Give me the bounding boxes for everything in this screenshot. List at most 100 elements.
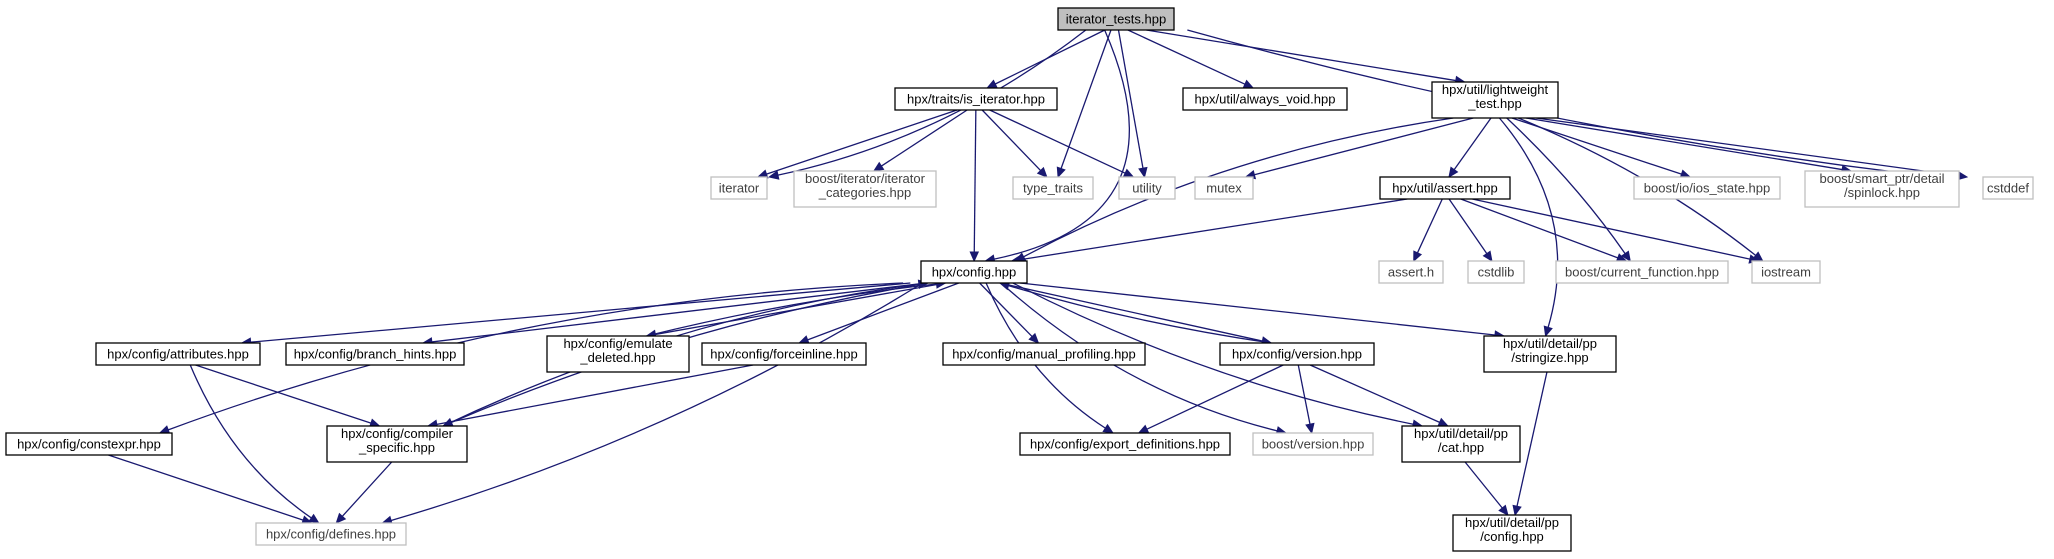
node-utility: utility: [1118, 176, 1176, 200]
node-box: [1452, 514, 1572, 552]
edge-lightweight-to-stringize: [1498, 117, 1559, 328]
arrowhead-lightweight-to-stringize: [1543, 325, 1553, 338]
node-box: [1219, 342, 1375, 366]
arrowhead-cat-to-pp_config: [1498, 504, 1509, 516]
edge-attributes-to-defines: [189, 364, 312, 519]
edge-version-to-config: [1008, 284, 1272, 344]
node-box: [793, 170, 937, 208]
node-label: boost/iterator/iterator: [805, 171, 926, 186]
node-box: [1467, 260, 1525, 284]
edge-version-to-cat: [1309, 364, 1440, 423]
node-branch-hints[interactable]: hpx/config/branch_hints.hpp: [285, 342, 465, 366]
arrowhead-root-to-is_iterator: [986, 79, 998, 89]
node-compiler-specific[interactable]: hpx/config/compiler_specific.hpp: [326, 425, 468, 463]
node-box: [1252, 432, 1374, 456]
edge-constexpr-to-defines: [108, 454, 304, 521]
node-constexpr[interactable]: hpx/config/constexpr.hpp: [5, 432, 173, 456]
arrowhead-is_iterator-to-utility: [1122, 168, 1135, 178]
node-iostream: iostream: [1751, 260, 1821, 284]
node-box: [1751, 260, 1821, 284]
node-label: hpx/config/branch_hints.hpp: [294, 347, 457, 362]
node-version[interactable]: hpx/config/version.hpp: [1219, 342, 1375, 366]
edge-config-to-forceinline: [807, 282, 960, 341]
edge-version-to-export_definitions: [1146, 364, 1284, 430]
node-cat[interactable]: hpx/util/detail/pp/cat.hpp: [1401, 425, 1521, 463]
node-config[interactable]: hpx/config.hpp: [920, 260, 1028, 284]
node-is-iterator[interactable]: hpx/traits/is_iterator.hpp: [894, 87, 1058, 111]
node-box: [1633, 176, 1781, 200]
node-assert-hpp[interactable]: hpx/util/assert.hpp: [1379, 176, 1511, 200]
arrowhead-config-to-manual_profiling: [1028, 332, 1040, 344]
edge-lightweight-to-spinlock: [1525, 117, 1843, 171]
node-box: [942, 342, 1146, 366]
arrowhead-is_iterator-to-type_traits: [1036, 166, 1048, 178]
node-box: [326, 425, 468, 463]
edge-is_iterator-to-config: [973, 109, 977, 253]
edge-cat-to-pp_config: [1464, 461, 1503, 509]
edge-lightweight-to-config: [1023, 117, 1454, 258]
node-spinlock: boost/smart_ptr/detail/spinlock.hpp: [1804, 170, 1960, 208]
node-label: /spinlock.hpp: [1844, 185, 1920, 200]
edge-lightweight-to-cstddef: [1535, 117, 1959, 177]
node-pp-config[interactable]: hpx/util/detail/pp/config.hpp: [1452, 514, 1572, 552]
edge-version-to-boost_version: [1297, 364, 1311, 425]
node-attributes[interactable]: hpx/config/attributes.hpp: [95, 342, 261, 366]
edge-lightweight-to-mutex: [1254, 117, 1474, 176]
node-label: hpx/util/always_void.hpp: [1195, 92, 1336, 107]
node-cstdlib: cstdlib: [1467, 260, 1525, 284]
node-mutex: mutex: [1194, 176, 1254, 200]
arrowhead-is_iterator-to-config: [969, 251, 980, 263]
edge-emulate_deleted-to-config: [646, 283, 937, 337]
edge-is_iterator-to-type_traits: [981, 109, 1042, 171]
edges-layer: [108, 29, 1969, 525]
node-box: [5, 432, 173, 456]
edge-config-to-branch_hints: [431, 282, 927, 343]
edge-root-to-type_traits: [1060, 29, 1112, 169]
node-label: hpx/config/defines.hpp: [266, 527, 396, 542]
arrowhead-root-to-type_traits: [1056, 166, 1066, 179]
node-label: hpx/util/detail/pp: [1503, 336, 1597, 351]
node-always-void[interactable]: hpx/util/always_void.hpp: [1182, 87, 1348, 111]
edge-assert_hpp-to-config: [1020, 198, 1408, 261]
edge-assert_hpp-to-current_function: [1460, 198, 1619, 259]
node-box: [894, 87, 1058, 111]
node-box: [285, 342, 465, 366]
node-iterator: iterator: [710, 176, 768, 200]
node-stringize[interactable]: hpx/util/detail/pp/stringize.hpp: [1483, 335, 1617, 373]
node-root[interactable]: iterator_tests.hpp: [1057, 7, 1175, 31]
node-label: hpx/config.hpp: [932, 265, 1017, 280]
node-label: type_traits: [1023, 181, 1083, 196]
edge-lightweight-to-current_function: [1506, 117, 1626, 254]
node-forceinline[interactable]: hpx/config/forceinline.hpp: [701, 342, 867, 366]
node-emulate-deleted[interactable]: hpx/config/emulate_deleted.hpp: [546, 335, 690, 373]
node-iter-cat: boost/iterator/iterator_categories.hpp: [793, 170, 937, 208]
edge-config-to-attributes: [250, 282, 911, 343]
arrowhead-version-to-cat: [1437, 417, 1450, 427]
edge-assert_hpp-to-cstdlib: [1448, 198, 1488, 254]
arrowhead-assert_hpp-to-assert_h: [1413, 250, 1423, 263]
node-manual-profiling[interactable]: hpx/config/manual_profiling.hpp: [942, 342, 1146, 366]
edge-config-to-constexpr: [168, 282, 904, 431]
arrowhead-assert_hpp-to-cstdlib: [1482, 250, 1493, 263]
node-label: /cat.hpp: [1438, 440, 1484, 455]
node-label: hpx/config/compiler: [341, 426, 454, 441]
edge-assert_hpp-to-iostream: [1472, 198, 1751, 260]
node-box: [1982, 176, 2034, 200]
edge-root-to-always_void: [1127, 29, 1246, 85]
node-export-definitions[interactable]: hpx/config/export_definitions.hpp: [1019, 432, 1231, 456]
node-box: [1378, 260, 1444, 284]
arrowhead-is_iterator-to-iter_cat: [872, 161, 885, 172]
node-label: hpx/traits/is_iterator.hpp: [907, 92, 1045, 107]
node-box: [1401, 425, 1521, 463]
node-box: [95, 342, 261, 366]
node-lightweight[interactable]: hpx/util/lightweight_test.hpp: [1431, 81, 1559, 119]
node-box: [1012, 176, 1094, 200]
node-label: hpx/config/attributes.hpp: [107, 347, 249, 362]
edge-is_iterator-to-iter_cat: [881, 109, 968, 167]
edge-root-to-utility: [1117, 29, 1144, 169]
node-box: [701, 342, 867, 366]
edge-config-to-boost_version: [1000, 282, 1278, 432]
node-current-function: boost/current_function.hpp: [1555, 260, 1729, 284]
node-label: hpx/config/version.hpp: [1232, 347, 1362, 362]
edge-lightweight-to-ios_state: [1511, 117, 1682, 175]
